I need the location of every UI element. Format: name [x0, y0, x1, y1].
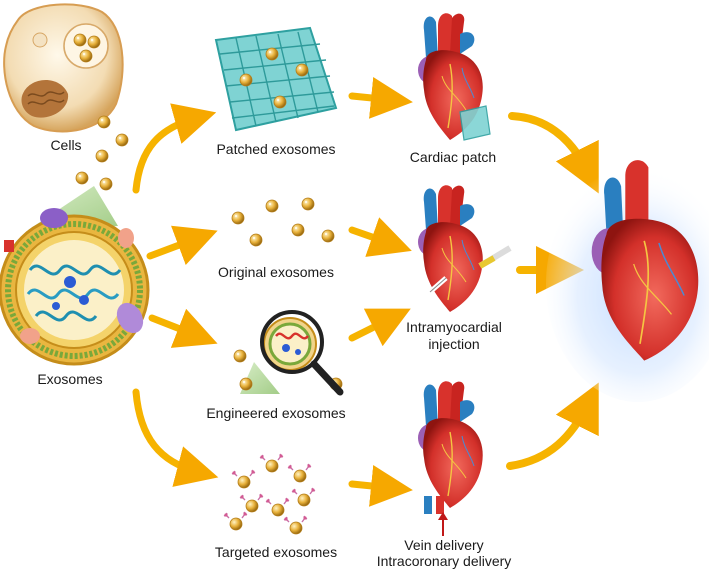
- label-injection: injection: [428, 336, 480, 352]
- label-exosomes: Exosomes: [37, 371, 103, 387]
- heart-icon-patch: [417, 12, 491, 141]
- targeted-exosomes-group: [223, 453, 316, 535]
- label-vein-delivery: Vein delivery: [404, 537, 484, 553]
- hydrogel-patch-icon: [214, 26, 338, 132]
- magnifier-icon: [260, 310, 344, 396]
- label-intracoronary-delivery: Intracoronary delivery: [376, 553, 512, 569]
- heart-icon-vein: [417, 380, 484, 514]
- engineered-exosome-group: [233, 310, 344, 396]
- cell-icon: [3, 3, 124, 133]
- heart-icon-injection: [417, 184, 512, 313]
- red-up-arrow: [438, 512, 448, 536]
- label-intramyocardial: Intramyocardial: [406, 319, 502, 335]
- label-patched-exosomes: Patched exosomes: [216, 141, 336, 157]
- label-cardiac-patch: Cardiac patch: [409, 149, 497, 165]
- label-engineered-exosomes: Engineered exosomes: [206, 405, 346, 421]
- syringe-icon: [428, 245, 512, 294]
- label-targeted-exosomes: Targeted exosomes: [214, 544, 338, 560]
- branch-arrows: [132, 103, 219, 487]
- healed-heart-icon: [546, 160, 709, 402]
- exosome-cross-section-icon: [0, 208, 150, 366]
- original-exosomes-group: [231, 197, 335, 247]
- middle-arrows: [348, 77, 413, 507]
- label-original-exosomes: Original exosomes: [218, 264, 334, 280]
- label-cells: Cells: [50, 137, 82, 153]
